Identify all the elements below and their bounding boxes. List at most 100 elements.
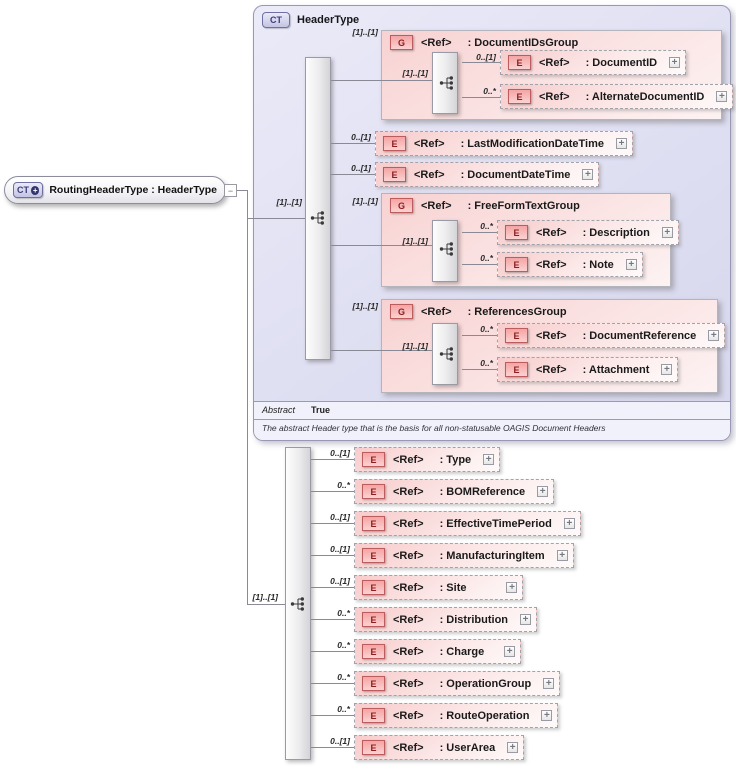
headertype-title: CT HeaderType [262, 12, 359, 28]
element-distribution[interactable]: E <Ref> : Distribution + [354, 607, 538, 632]
connector-line [462, 97, 500, 98]
element-effectivetimeperiod[interactable]: E <Ref> : EffectiveTimePeriod + [354, 511, 581, 536]
expand-icon[interactable]: + [616, 138, 628, 149]
sequence-compositor[interactable] [432, 220, 458, 282]
element-userarea[interactable]: E <Ref> : UserArea + [354, 735, 525, 760]
connector-line [462, 62, 500, 63]
element-site[interactable]: E <Ref> : Site + [354, 575, 524, 600]
element-documentdatetime[interactable]: E <Ref> : DocumentDateTime + [375, 162, 600, 187]
element-badge-icon: E [362, 740, 385, 755]
connector-line [331, 143, 375, 144]
connector-line [311, 459, 354, 460]
element-ref: <Ref> [393, 613, 424, 626]
sequence-icon [439, 242, 453, 256]
cardinality-label: 0..[1] [330, 448, 350, 458]
element-ref: <Ref> [393, 709, 424, 722]
element-note[interactable]: E <Ref> : Note + [497, 252, 643, 277]
cardinality-label: 0..* [337, 608, 350, 618]
expand-icon[interactable]: + [625, 259, 637, 270]
expand-icon[interactable]: + [708, 330, 720, 341]
group-badge-icon: G [390, 35, 413, 50]
headertype-annotation: The abstract Header type that is the bas… [262, 423, 606, 433]
element-ref: <Ref> [536, 226, 567, 239]
element-ref: <Ref> [393, 485, 424, 498]
group-name: : ReferencesGroup [467, 305, 567, 318]
element-name: : Description [582, 226, 650, 239]
expand-icon[interactable]: + [541, 710, 553, 721]
group-header: G <Ref> : FreeFormTextGroup [390, 198, 580, 213]
expand-icon[interactable]: + [669, 57, 681, 68]
cardinality-label: [1]..[1] [402, 341, 429, 351]
cardinality-label: 0..[1] [476, 52, 496, 62]
element-badge-icon: E [383, 136, 406, 151]
expand-icon[interactable]: + [563, 518, 575, 529]
expand-icon[interactable]: + [520, 614, 532, 625]
connector-line [311, 587, 354, 588]
element-name: : Attachment [582, 363, 650, 376]
group-header: G <Ref> : ReferencesGroup [390, 304, 567, 319]
cardinality-label: 0..* [337, 480, 350, 490]
cardinality-label: [1]..[1] [252, 592, 279, 602]
cardinality-label: [1]..[1] [352, 196, 379, 206]
expand-icon[interactable]: + [537, 486, 549, 497]
element-documentid[interactable]: E <Ref> : DocumentID + [500, 50, 687, 75]
connector-line [331, 174, 375, 175]
connector-line [237, 190, 247, 191]
cardinality-label: 0..[1] [330, 576, 350, 586]
element-ref: <Ref> [393, 581, 424, 594]
connector-line [311, 683, 354, 684]
expand-icon[interactable]: + [506, 582, 518, 593]
expand-icon[interactable]: + [556, 550, 568, 561]
element-alternatedocumentid[interactable]: E <Ref> : AlternateDocumentID + [500, 84, 734, 109]
sequence-compositor[interactable] [305, 57, 331, 360]
element-badge-icon: E [505, 362, 528, 377]
element-lastmodificationdatetime[interactable]: E <Ref> : LastModificationDateTime + [375, 131, 634, 156]
group-badge-icon: G [390, 304, 413, 319]
element-routeoperation[interactable]: E <Ref> : RouteOperation + [354, 703, 559, 728]
cardinality-label: 0..* [480, 358, 493, 368]
footer-divider [254, 419, 730, 420]
element-name: : LastModificationDateTime [460, 137, 605, 150]
element-badge-icon: E [362, 708, 385, 723]
expand-icon[interactable]: + [716, 91, 728, 102]
root-node-routingheadertype[interactable]: CT+ RoutingHeaderType : HeaderType [4, 176, 226, 204]
element-name: : Site [439, 581, 467, 594]
element-badge-icon: E [505, 328, 528, 343]
element-name: : UserArea [439, 741, 496, 754]
cardinality-label: 0..* [337, 672, 350, 682]
element-operationgroup[interactable]: E <Ref> : OperationGroup + [354, 671, 561, 696]
element-badge-icon: E [362, 516, 385, 531]
element-attachment[interactable]: E <Ref> : Attachment + [497, 357, 679, 382]
connector-line [247, 604, 285, 605]
expand-icon[interactable]: + [661, 364, 673, 375]
expand-icon[interactable]: + [582, 169, 594, 180]
connector-line [311, 619, 354, 620]
expand-icon[interactable]: + [504, 646, 516, 657]
element-name: : EffectiveTimePeriod [439, 517, 552, 530]
element-documentreference[interactable]: E <Ref> : DocumentReference + [497, 323, 726, 348]
element-charge[interactable]: E <Ref> : Charge + [354, 639, 522, 664]
element-ref: <Ref> [536, 363, 567, 376]
headertype-name: HeaderType [297, 14, 360, 26]
connector-line [247, 190, 248, 605]
element-type[interactable]: E <Ref> : Type + [354, 447, 501, 472]
expand-icon[interactable]: + [661, 227, 673, 238]
connector-line [331, 245, 432, 246]
expand-icon[interactable]: + [507, 742, 519, 753]
connector-line [311, 491, 354, 492]
element-manufacturingitem[interactable]: E <Ref> : ManufacturingItem + [354, 543, 574, 568]
cardinality-label: 0..[1] [330, 544, 350, 554]
expand-icon[interactable]: + [483, 454, 495, 465]
expand-icon[interactable]: + [543, 678, 555, 689]
element-name: : DocumentID [585, 56, 658, 69]
element-badge-icon: E [362, 484, 385, 499]
element-name: : ManufacturingItem [439, 549, 545, 562]
connector-line [247, 218, 305, 219]
element-description[interactable]: E <Ref> : Description + [497, 220, 679, 245]
element-bomreference[interactable]: E <Ref> : BOMReference + [354, 479, 555, 504]
sequence-icon [290, 597, 304, 611]
element-ref: <Ref> [414, 168, 445, 181]
collapse-toggle[interactable]: − [224, 184, 237, 197]
